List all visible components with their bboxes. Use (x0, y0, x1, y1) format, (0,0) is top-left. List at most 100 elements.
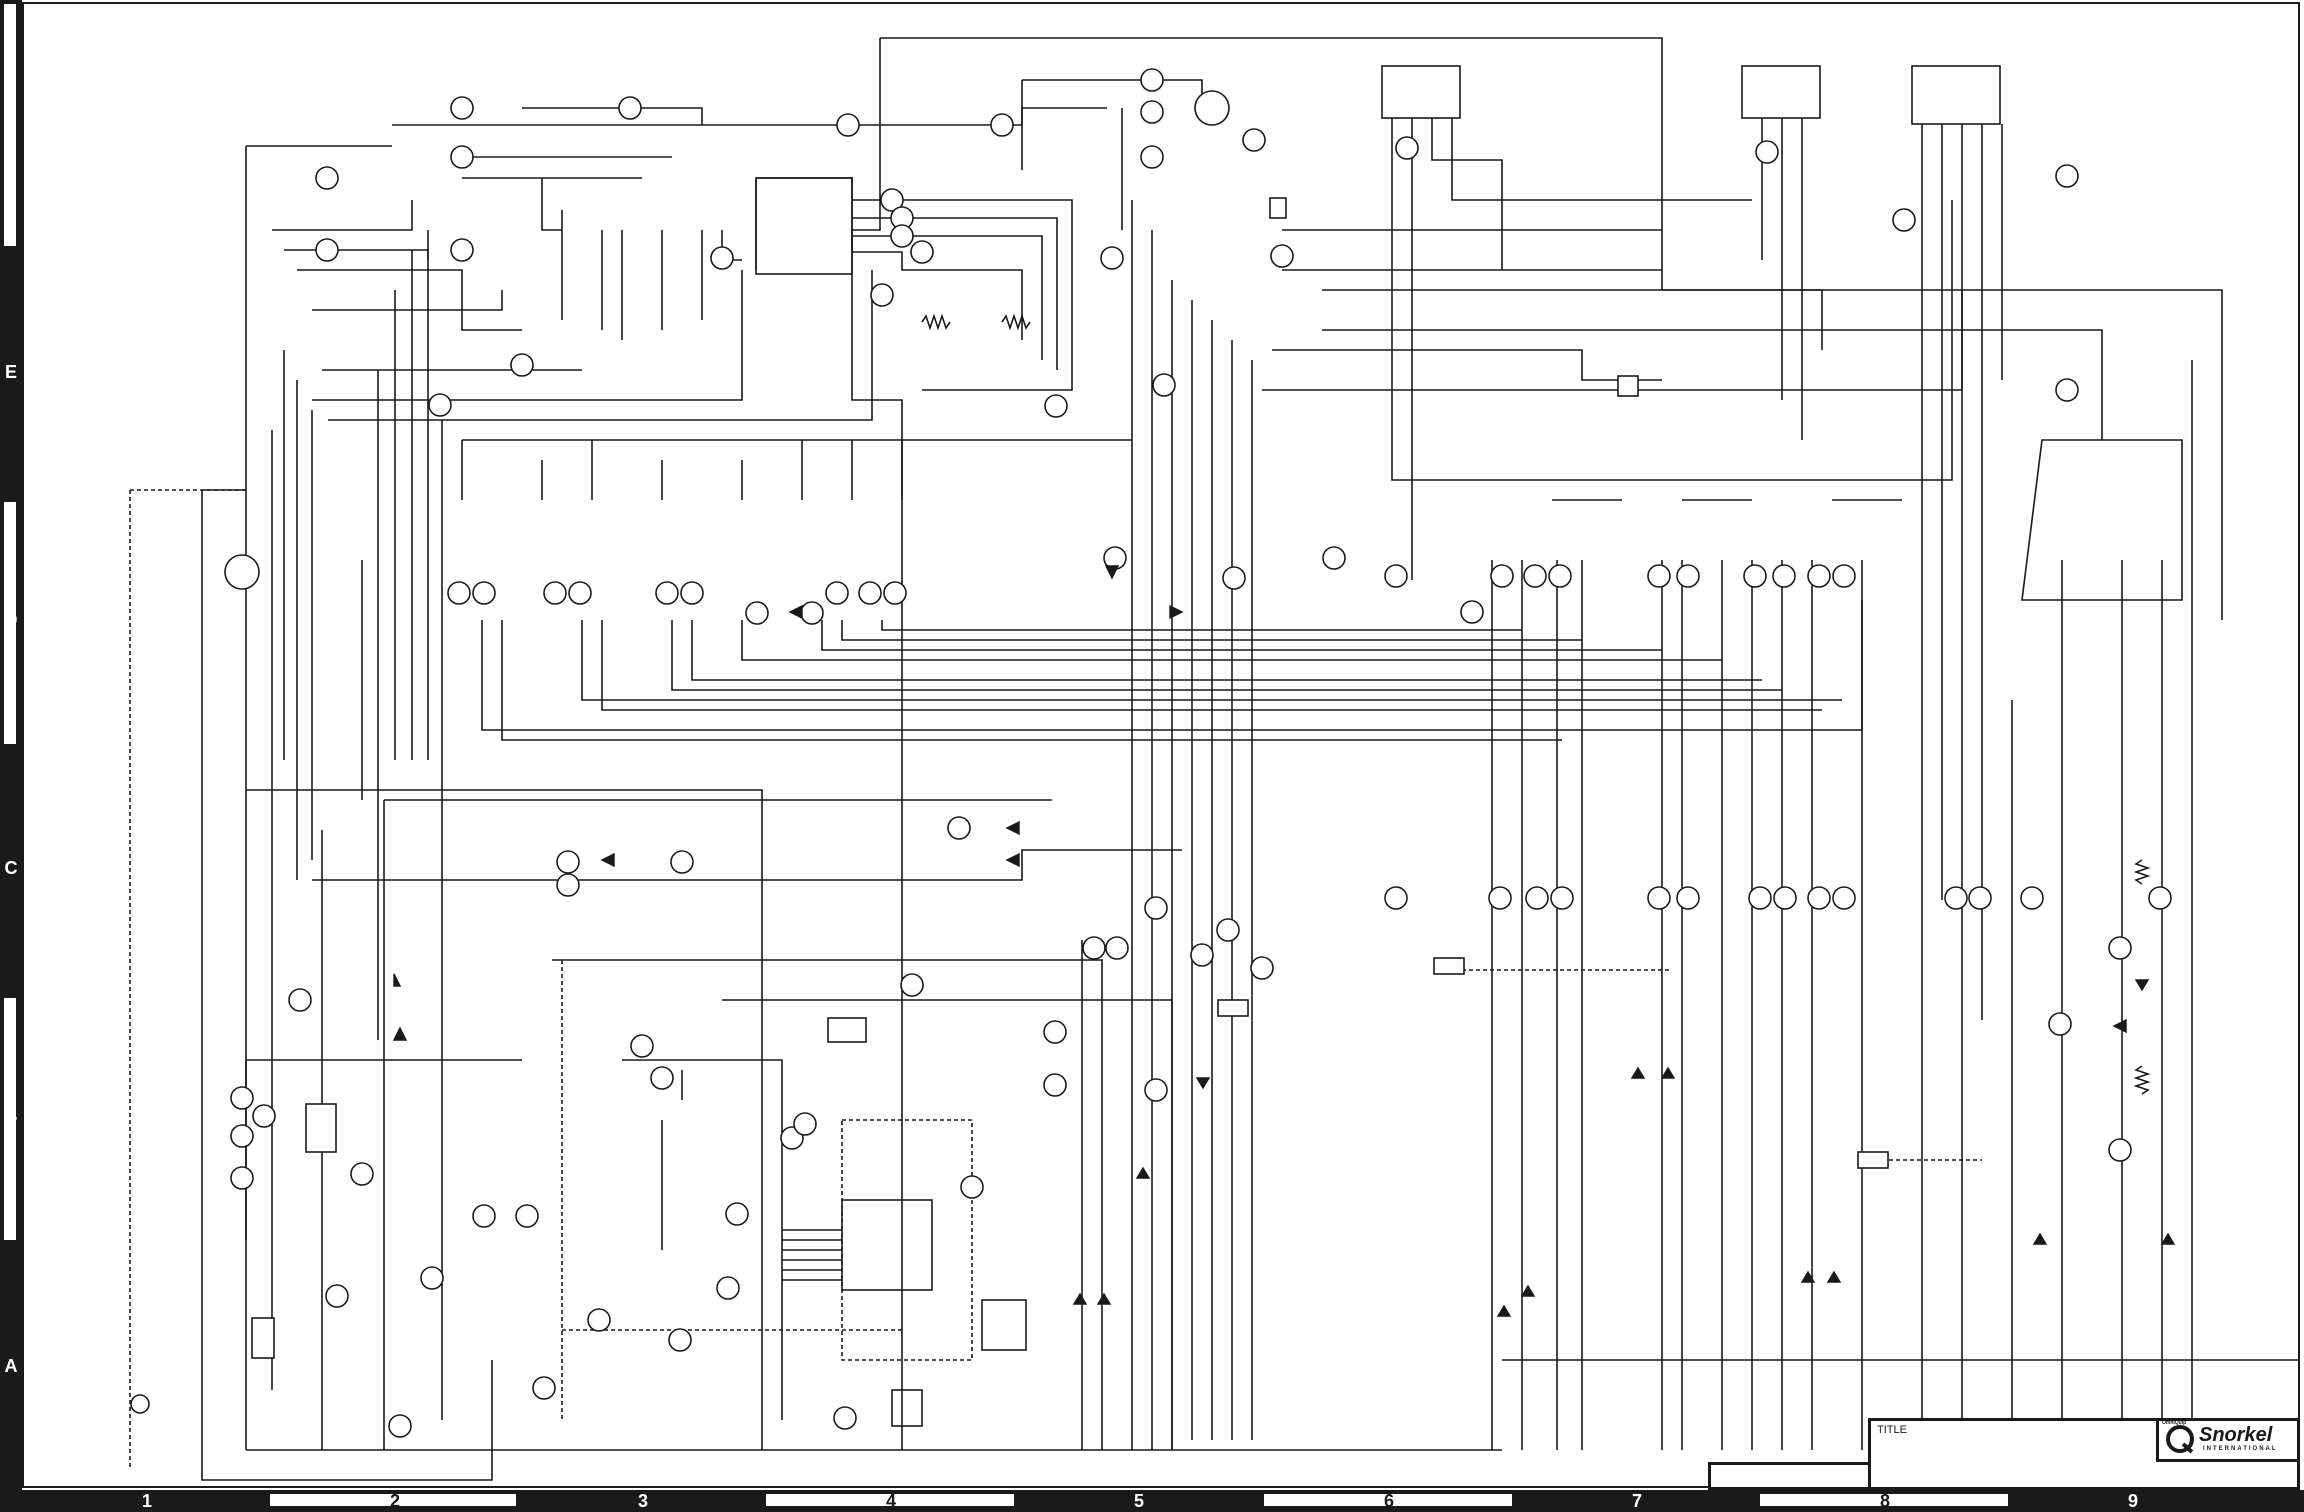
col-label-1: 1 (141, 1491, 152, 1511)
diode-symbol (1104, 565, 1120, 580)
diode-symbol (600, 852, 615, 868)
diode-symbol (2160, 1232, 2176, 1245)
diode-symbol (788, 604, 803, 620)
connector-circle (2020, 886, 2044, 910)
connector-circle (230, 1086, 254, 1110)
diode-symbol (2134, 979, 2150, 992)
connector-circle (1460, 600, 1484, 624)
connector-circle (1384, 564, 1408, 588)
row-label-a: A (4, 1356, 18, 1376)
resistor-symbol (921, 313, 951, 331)
connector-circle (1082, 936, 1106, 960)
connector-circle (1140, 145, 1164, 169)
connector-circle (1144, 1078, 1168, 1102)
col-label-3: 3 (637, 1491, 648, 1511)
connector-circle (1647, 564, 1671, 588)
connector-circle (716, 1276, 740, 1300)
logo-box: OmniQuip Snorkel INTERNATIONAL (2156, 1418, 2300, 1462)
row-tab-d (4, 502, 16, 744)
logo-tagline: INTERNATIONAL (2203, 1446, 2278, 1452)
connector-circle (428, 393, 452, 417)
connector-circle (800, 601, 824, 625)
connector-circle (1100, 246, 1124, 270)
connector-circle (252, 1104, 276, 1128)
connector-circle (1322, 546, 1346, 570)
connector-circle (833, 1406, 857, 1430)
connector-circle (1395, 136, 1419, 160)
connector-circle (630, 1034, 654, 1058)
connector-circle (1144, 896, 1168, 920)
connector-circle (858, 581, 882, 605)
connector-circle (1647, 886, 1671, 910)
diode-symbol (1169, 604, 1184, 620)
connector-circle (556, 873, 580, 897)
connector-circle (450, 96, 474, 120)
diode-symbol (1195, 1077, 1211, 1090)
relay-box (1269, 197, 1287, 219)
connector-circle (2048, 1012, 2072, 1036)
connector-circle (1523, 564, 1547, 588)
resistor-symbol (2133, 1065, 2151, 1095)
connector-circle (230, 1124, 254, 1148)
connector-circle (1892, 208, 1916, 232)
connector-circle (1676, 886, 1700, 910)
diode-symbol (1800, 1270, 1816, 1283)
frame-bottom-strip (0, 1490, 2304, 1512)
col-label-5: 5 (1133, 1491, 1144, 1511)
connector-circle (1043, 1073, 1067, 1097)
title-label: TITLE (1877, 1424, 1907, 1436)
row-tab-b (4, 998, 16, 1240)
connector-circle (725, 1202, 749, 1226)
col-label-7: 7 (1631, 1491, 1642, 1511)
col-label-6: 6 (1383, 1491, 1394, 1511)
row-tab-f (4, 4, 16, 246)
connector-circle (668, 1328, 692, 1352)
connector-circle (2108, 1138, 2132, 1162)
connector-circle (618, 96, 642, 120)
connector-circle (1216, 918, 1240, 942)
gauge-circle (1194, 90, 1230, 126)
connector-circle (1242, 128, 1266, 152)
diode-symbol (392, 1026, 408, 1041)
col-tab-8 (1760, 1494, 2008, 1506)
connector-circle (1044, 394, 1068, 418)
connector-circle (1968, 886, 1992, 910)
diode-symbol (1520, 1284, 1536, 1297)
connector-circle (710, 246, 734, 270)
row-label-f: F (5, 114, 17, 134)
diode-symbol (2032, 1232, 2048, 1245)
connector-circle (447, 581, 471, 605)
connector-circle (745, 601, 769, 625)
relay-box (1433, 957, 1465, 975)
connector-circle (420, 1266, 444, 1290)
connector-circle (836, 113, 860, 137)
diode-symbol (393, 973, 402, 987)
connector-circle (532, 1376, 556, 1400)
connector-circle (1550, 886, 1574, 910)
connector-circle (472, 1204, 496, 1228)
connector-circle (1222, 566, 1246, 590)
diode-symbol (1005, 852, 1020, 868)
connector-circle (350, 1162, 374, 1186)
diode-symbol (1826, 1270, 1842, 1283)
connector-circle (1043, 1020, 1067, 1044)
connector-circle (2055, 378, 2079, 402)
diode-symbol (1630, 1066, 1646, 1079)
diode-symbol (2112, 1018, 2127, 1034)
connector-circle (655, 581, 679, 605)
connector-circle (910, 240, 934, 264)
connector-circle (543, 581, 567, 605)
connector-circle (1832, 886, 1856, 910)
connector-circle (1944, 886, 1968, 910)
col-label-8: 8 (1879, 1491, 1890, 1511)
title-block: TITLE (1868, 1418, 2300, 1490)
relay-box (1617, 375, 1639, 397)
relay-box (1857, 1151, 1889, 1169)
connector-circle (900, 973, 924, 997)
connector-circle (1807, 564, 1831, 588)
connector-circle (880, 188, 904, 212)
col-label-4: 4 (885, 1491, 896, 1511)
connector-circle (1676, 564, 1700, 588)
omniquip-snorkel-logo-icon (2166, 1425, 2194, 1454)
